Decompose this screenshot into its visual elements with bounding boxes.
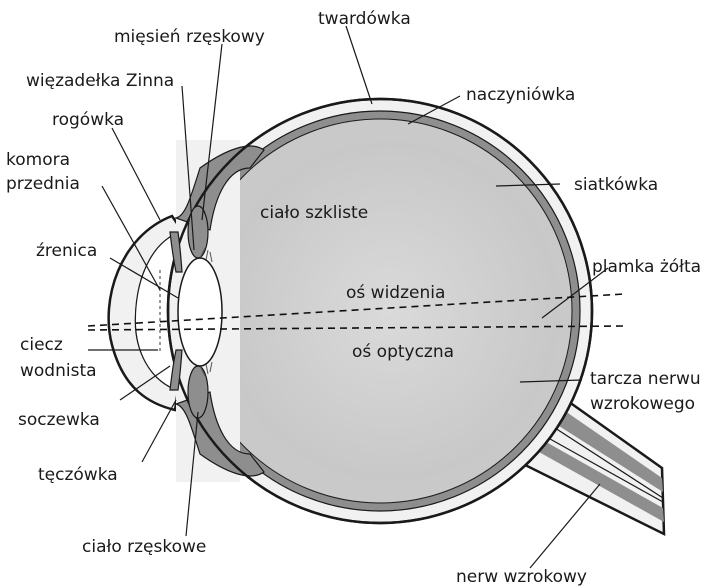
label-macula: plamka żółta	[592, 257, 701, 277]
label-aqueous-humor-2: wodnista	[20, 361, 97, 381]
label-ciliary-body: ciało rzęskowe	[82, 537, 206, 557]
label-optic-disc-2: wzrokowego	[590, 394, 695, 414]
label-sclera: twardówka	[318, 9, 411, 29]
lens	[178, 258, 222, 366]
label-choroid: naczyniówka	[466, 85, 575, 105]
label-aqueous-humor-1: ciecz	[20, 335, 63, 355]
label-optic-disc-1: tarcza nerwu	[590, 369, 701, 389]
label-anterior-chamber-2: przednia	[6, 174, 80, 194]
label-ciliary-muscle: mięsień rzęskowy	[114, 27, 265, 47]
label-vitreous-body: ciało szkliste	[260, 203, 368, 223]
label-retina: siatkówka	[574, 175, 658, 195]
label-cornea: rogówka	[52, 110, 124, 130]
label-lens: soczewka	[18, 410, 100, 430]
label-pupil: źrenica	[36, 241, 97, 261]
vitreous-body	[220, 141, 560, 481]
label-optic-nerve: nerw wzrokowy	[456, 567, 587, 587]
label-optical-axis: oś optyczna	[352, 342, 454, 362]
label-visual-axis: oś widzenia	[346, 283, 445, 303]
label-anterior-chamber-1: komora	[6, 150, 70, 170]
label-iris: tęczówka	[38, 465, 118, 485]
label-zonules: więzadełka Zinna	[26, 71, 174, 91]
